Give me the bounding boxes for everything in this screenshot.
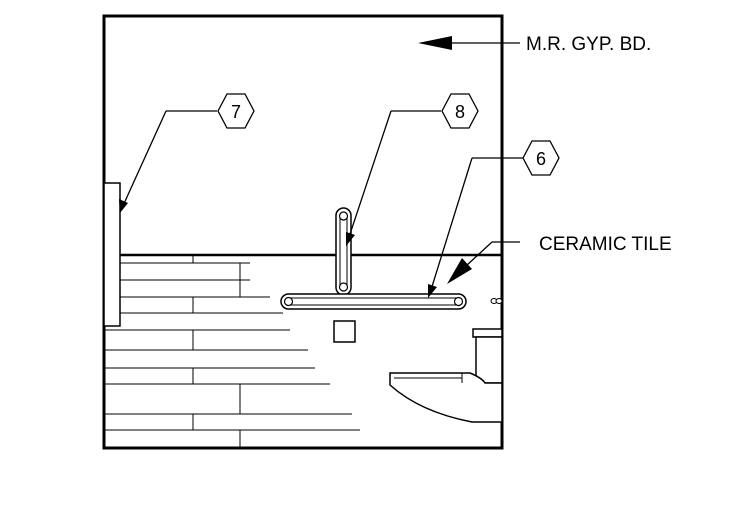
vertical-grab-bar	[335, 207, 352, 296]
toilet-paper-holder	[490, 298, 503, 304]
keynote-7: 7	[119, 93, 255, 213]
keynote-8: 8	[346, 93, 479, 246]
keynote-7-number: 7	[231, 102, 241, 122]
wall-fixture	[103, 182, 121, 327]
horizontal-grab-bar	[280, 293, 467, 310]
ceramic-tile-label: CERAMIC TILE	[539, 234, 672, 255]
keynote-8-number: 8	[455, 102, 465, 122]
wall-accessory	[333, 320, 356, 343]
keynote-6: 6	[428, 140, 560, 298]
gyp-bd-leader	[418, 36, 520, 50]
keynote-6-number: 6	[536, 149, 546, 169]
tile-pattern	[104, 255, 360, 448]
gyp-bd-label: M.R. GYP. BD.	[526, 34, 651, 55]
toilet	[389, 328, 503, 423]
ceramic-tile-leader	[447, 241, 520, 284]
